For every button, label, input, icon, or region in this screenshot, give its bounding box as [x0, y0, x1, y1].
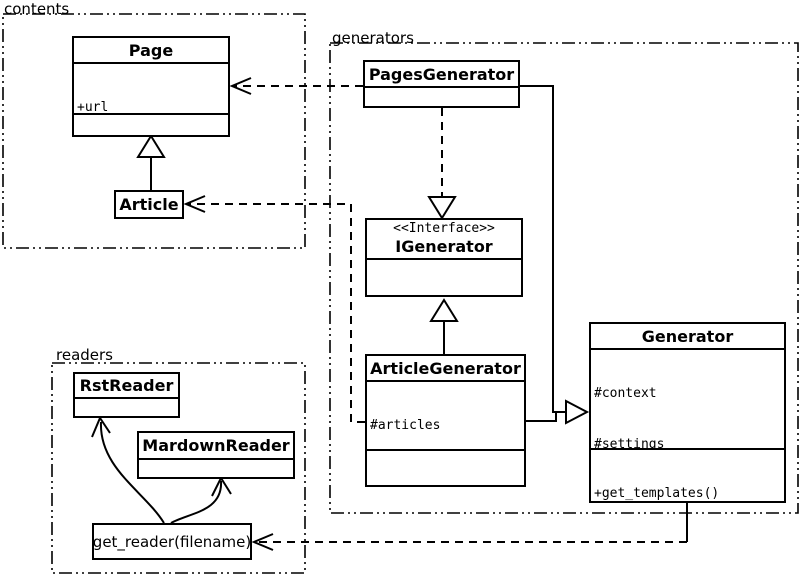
class-mardown-reader-methods: +read()	[139, 458, 293, 477]
class-pages-generator-name: PagesGenerator	[368, 64, 515, 84]
class-page: Page +url +slug +summary +check_properti…	[72, 36, 230, 137]
edge-pagesgenerator-to-igenerator-realization	[427, 108, 457, 220]
edge-pagesgenerator-to-generator-inheritance	[520, 85, 566, 413]
class-article-generator: ArticleGenerator #articles #dates #tags …	[365, 354, 526, 487]
class-rst-reader-methods: +read()	[75, 397, 178, 416]
edge-article-to-page-inheritance	[136, 134, 166, 190]
class-article-generator-name: ArticleGenerator	[370, 358, 521, 378]
class-article-generator-methods: +generate_feeds() +generate_pages()	[367, 449, 524, 485]
class-igenerator-header: <<Interface>> IGenerator	[367, 220, 521, 258]
edge-getreader-to-rstreader	[91, 415, 165, 524]
class-pages-generator-attributes: #pages	[365, 86, 518, 106]
class-article: Article	[114, 190, 184, 219]
class-page-attributes: +url +slug +summary	[74, 62, 228, 113]
package-readers-border	[51, 362, 306, 574]
package-label-generators: generators	[332, 29, 414, 47]
class-mardown-reader-name: MardownReader	[142, 436, 290, 455]
package-label-contents: contents	[4, 0, 70, 18]
package-label-readers: readers	[56, 346, 113, 364]
edge-articlegenerator-to-igenerator-realization	[429, 298, 459, 354]
class-igenerator-methods: +generate_context() +generate_output()	[367, 258, 521, 295]
class-article-generator-attributes: #articles #dates #tags #categories	[367, 380, 524, 449]
class-page-name: Page	[128, 40, 174, 60]
package-generators-border	[329, 42, 799, 514]
edge-generator-to-getreader-dependency	[251, 503, 688, 551]
class-generator-attributes: #context #settings #path #theme #output_…	[591, 348, 784, 448]
class-igenerator: <<Interface>> IGenerator +generate_conte…	[365, 218, 523, 297]
class-generator: Generator #context #settings #path #them…	[589, 322, 786, 503]
package-contents-border	[2, 13, 306, 249]
class-rst-reader-name: RstReader	[79, 376, 174, 395]
class-page-methods: +check_properties()	[74, 113, 228, 135]
class-igenerator-stereotype: <<Interface>>	[393, 221, 495, 236]
edge-articlegenerator-to-generator-inheritance	[526, 399, 590, 425]
class-generator-methods: +get_templates() +get_files(path,exclude…	[591, 448, 784, 501]
edge-pagesgenerator-to-page-dependency	[229, 77, 363, 95]
class-generator-name: Generator	[641, 326, 734, 346]
edge-articlegenerator-to-article-dependency	[183, 195, 365, 423]
node-get-reader: get_reader(filename)	[92, 523, 252, 560]
class-igenerator-name: IGenerator	[395, 237, 493, 256]
edge-getreader-to-mardownreader	[170, 475, 232, 524]
class-mardown-reader: MardownReader +read()	[137, 431, 295, 479]
class-article-name: Article	[119, 195, 179, 214]
class-pages-generator: PagesGenerator #pages	[363, 60, 520, 108]
class-rst-reader: RstReader +read()	[73, 372, 180, 418]
